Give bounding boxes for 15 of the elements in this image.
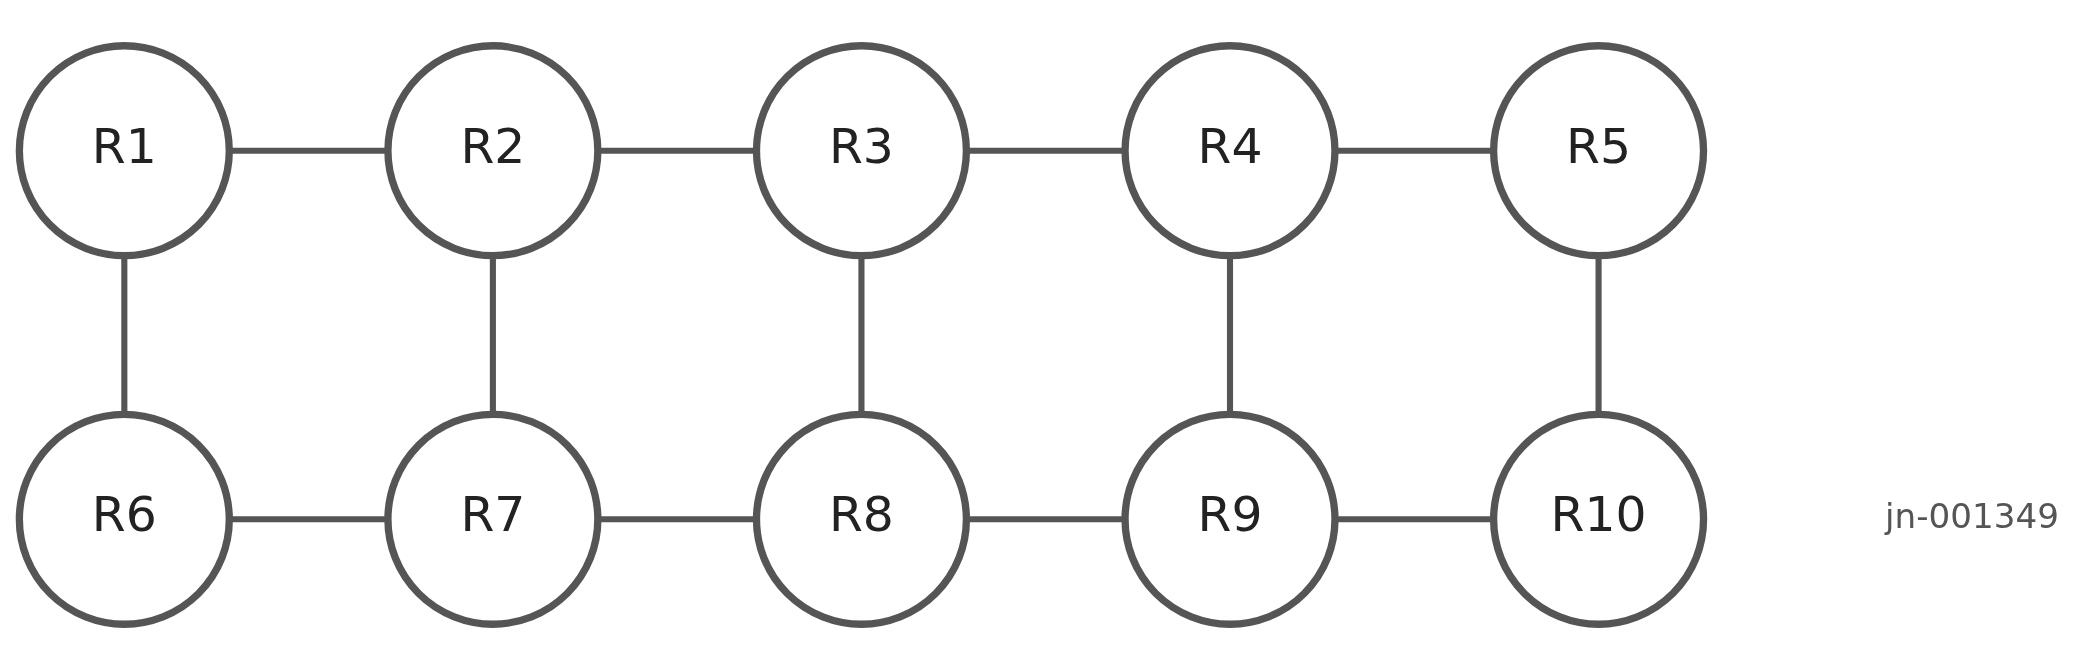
- node-circle: R1: [15, 41, 233, 259]
- connector: [229, 515, 388, 522]
- connector: [1335, 515, 1494, 522]
- node-circle: R7: [384, 410, 602, 628]
- node-circle: R2: [384, 41, 602, 259]
- node-circle: R10: [1489, 410, 1708, 628]
- node-circle: R3: [752, 41, 971, 259]
- node-circle: R5: [1489, 41, 1708, 259]
- node-circle: R8: [752, 410, 971, 628]
- connector: [1335, 147, 1494, 154]
- node-circle: R9: [1121, 410, 1339, 628]
- label: jn-001349: [1885, 495, 2059, 536]
- node-circle: R6: [15, 410, 233, 628]
- connector: [229, 147, 388, 154]
- node-circle: R4: [1121, 41, 1339, 259]
